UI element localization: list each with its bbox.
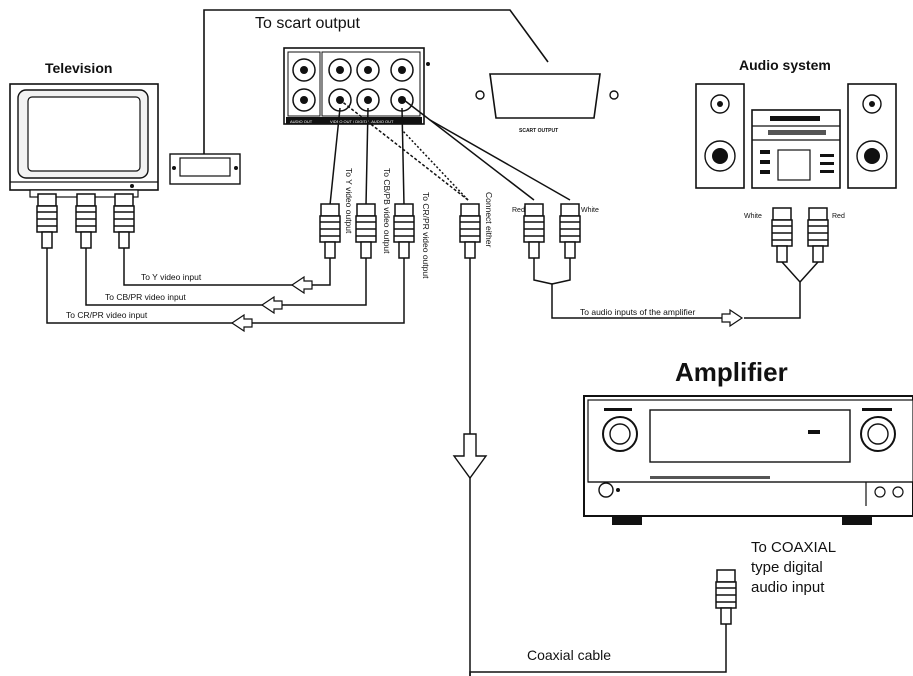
coaxial-cable-label: Coaxial cable xyxy=(527,647,611,663)
to-coaxial-line3: audio input xyxy=(751,579,825,596)
audio-flow-arrow xyxy=(721,308,744,328)
white-left-label: White xyxy=(581,207,599,214)
scart-output-connector xyxy=(475,73,619,119)
to-coaxial-line2: type digital xyxy=(751,559,823,576)
audio-system-device xyxy=(695,83,897,189)
television-label: Television xyxy=(45,60,112,76)
to-cb-pr-video-input-label: To CB/PR video input xyxy=(105,292,186,302)
to-scart-output-label: To scart output xyxy=(255,15,361,32)
scart-output-panel-label: SCART OUTPUT xyxy=(519,128,558,134)
audio-system-label: Audio system xyxy=(739,57,831,73)
television-device xyxy=(9,83,159,198)
tv-scart-socket xyxy=(169,153,241,185)
to-y-video-output-label: To Y video output xyxy=(344,168,354,234)
white-right-label: White xyxy=(744,213,762,220)
to-y-video-input-label: To Y video input xyxy=(141,272,202,282)
to-coaxial-line1: To COAXIAL xyxy=(751,539,836,556)
red-left-label: Red xyxy=(512,207,525,214)
scart-cable xyxy=(203,9,549,160)
to-cb-pb-video-output-label: To CB/PB video output xyxy=(382,168,392,254)
red-right-label: Red xyxy=(832,213,845,220)
to-audio-inputs-label: To audio inputs of the amplifier xyxy=(580,307,695,317)
coaxial-cable-line xyxy=(339,99,727,676)
component-cables xyxy=(46,107,405,324)
audio-cables xyxy=(403,99,819,319)
connect-either-label: Connect either xyxy=(484,192,494,247)
audio-out-panel-label: AUDIO OUT xyxy=(290,119,313,124)
amplifier-label: Amplifier xyxy=(675,357,788,387)
video-flow-arrows xyxy=(230,275,313,333)
video-out-panel-label: VIDEO OUT / DIGITAL AUDIO OUT xyxy=(330,119,394,124)
coaxial-flow-arrow xyxy=(452,433,488,480)
player-rear-panel xyxy=(283,47,430,125)
amplifier-device xyxy=(583,395,913,525)
to-cr-pr-video-output-label: To CR/PR video output xyxy=(421,192,431,279)
to-cr-pr-video-input-label: To CR/PR video input xyxy=(66,310,148,320)
